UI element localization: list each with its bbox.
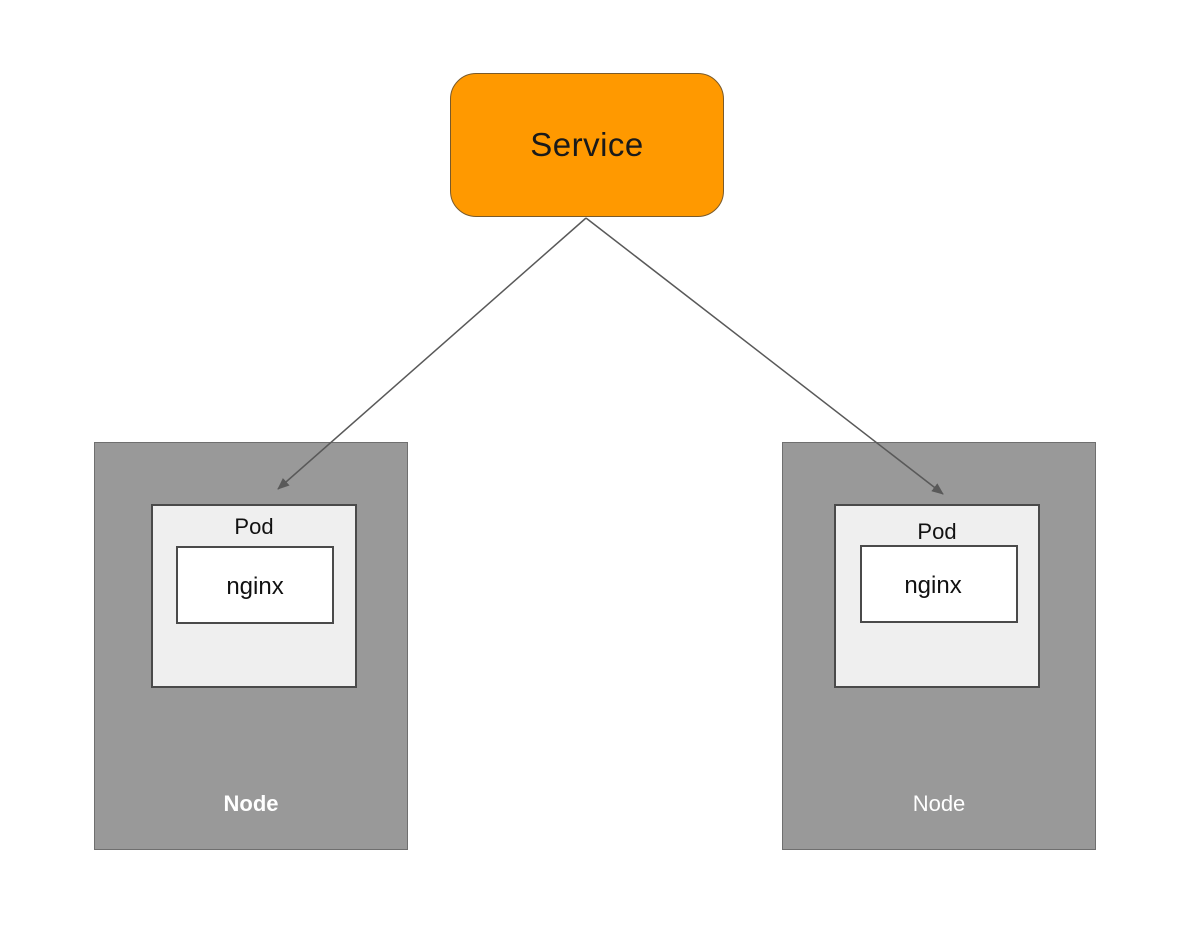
pod-label-right: Pod — [917, 519, 957, 544]
container-box-right: nginx — [860, 545, 1018, 623]
node-label-right: Node — [912, 791, 966, 816]
container-box-left: nginx — [176, 546, 334, 624]
node-box-left: Pod nginx Node — [94, 442, 408, 850]
service-label: Service — [530, 126, 644, 163]
node-label-left: Node — [223, 791, 279, 816]
pod-box-left: Pod nginx — [151, 504, 357, 688]
pod-box-right: Pod nginx — [834, 504, 1040, 688]
service-box: Service — [450, 73, 724, 217]
container-label-left: nginx — [226, 573, 284, 600]
node-box-right: Pod nginx Node — [782, 442, 1096, 850]
container-label-right: nginx — [904, 572, 962, 599]
pod-label-left: Pod — [234, 514, 274, 539]
